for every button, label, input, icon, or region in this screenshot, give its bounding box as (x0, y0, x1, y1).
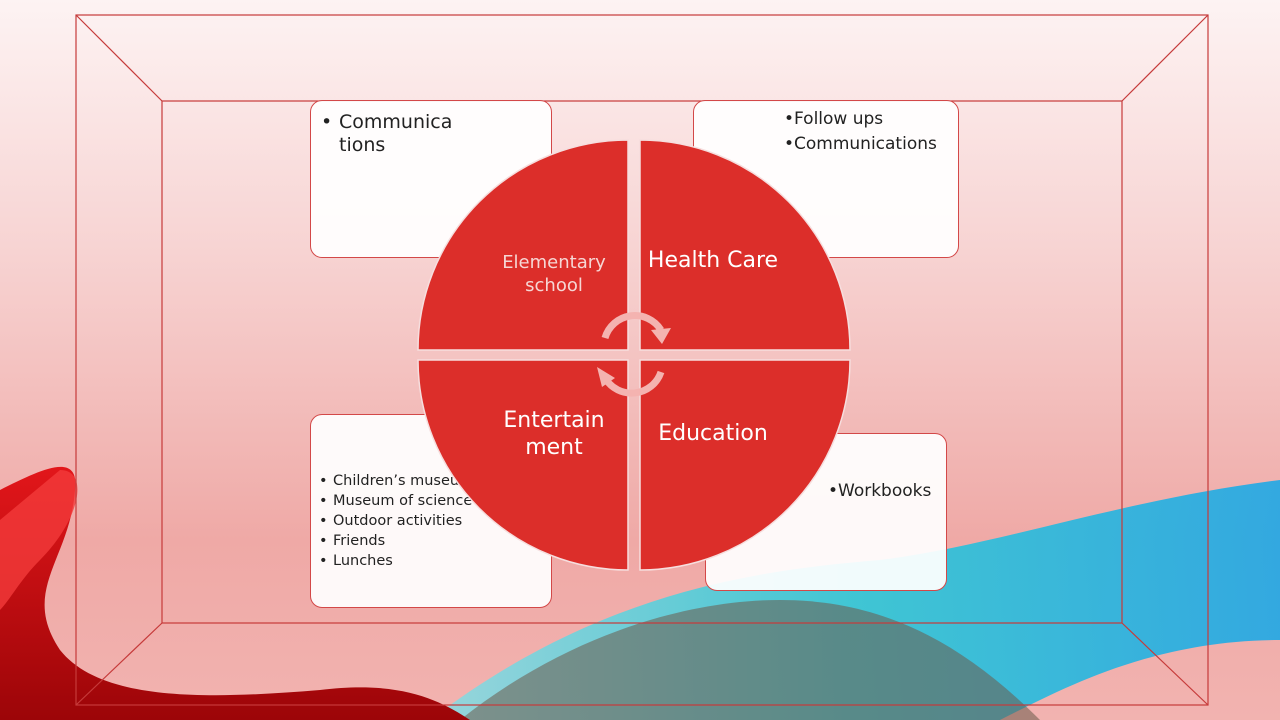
list-item: Children’s museum (319, 472, 479, 491)
card-top-right-list: Follow ups Communications (784, 107, 937, 157)
list-item: Follow ups (784, 107, 937, 132)
list-item: Communica tions (321, 111, 461, 157)
quadrant-label-entertainment: Entertain ment (503, 408, 605, 460)
quadrant-top-left (417, 139, 629, 351)
quadrant-bottom-left (417, 359, 629, 571)
inner-frame (161, 100, 1123, 624)
red-swoosh-highlight (0, 470, 78, 610)
list-item: Friends (319, 532, 479, 551)
quadrant-bottom-right (639, 359, 851, 571)
card-top-left-list: Communica tions (321, 111, 461, 157)
dark-swoosh (460, 600, 1040, 720)
card-bottom-right-list: Workbooks (828, 480, 931, 502)
cycle-arrow-top-icon (601, 312, 664, 340)
list-item: Communications (784, 132, 937, 157)
frame-corner-line (1121, 622, 1209, 706)
list-item: Lunches (319, 552, 479, 571)
quadrant-label-education: Education (658, 421, 768, 446)
frame-corner-line (1121, 14, 1209, 102)
quadrant-label-elementary-school: Elementary school (502, 252, 606, 296)
arrowhead-top-icon (651, 328, 671, 344)
outer-frame (75, 14, 1209, 706)
list-item: Museum of science (319, 492, 479, 511)
card-bottom-left-list: Children’s museum Museum of science Outd… (319, 472, 479, 572)
frame-corner-line (75, 14, 163, 102)
list-item: Outdoor activities (319, 512, 479, 531)
frame-corner-line (75, 622, 163, 706)
list-item: Workbooks (828, 480, 931, 502)
quadrant-label-health-care: Health Care (647, 248, 779, 273)
arrowhead-bottom-icon (597, 367, 615, 387)
cycle-arrow-bottom-icon (601, 370, 665, 397)
quadrant-top-right (639, 139, 851, 351)
